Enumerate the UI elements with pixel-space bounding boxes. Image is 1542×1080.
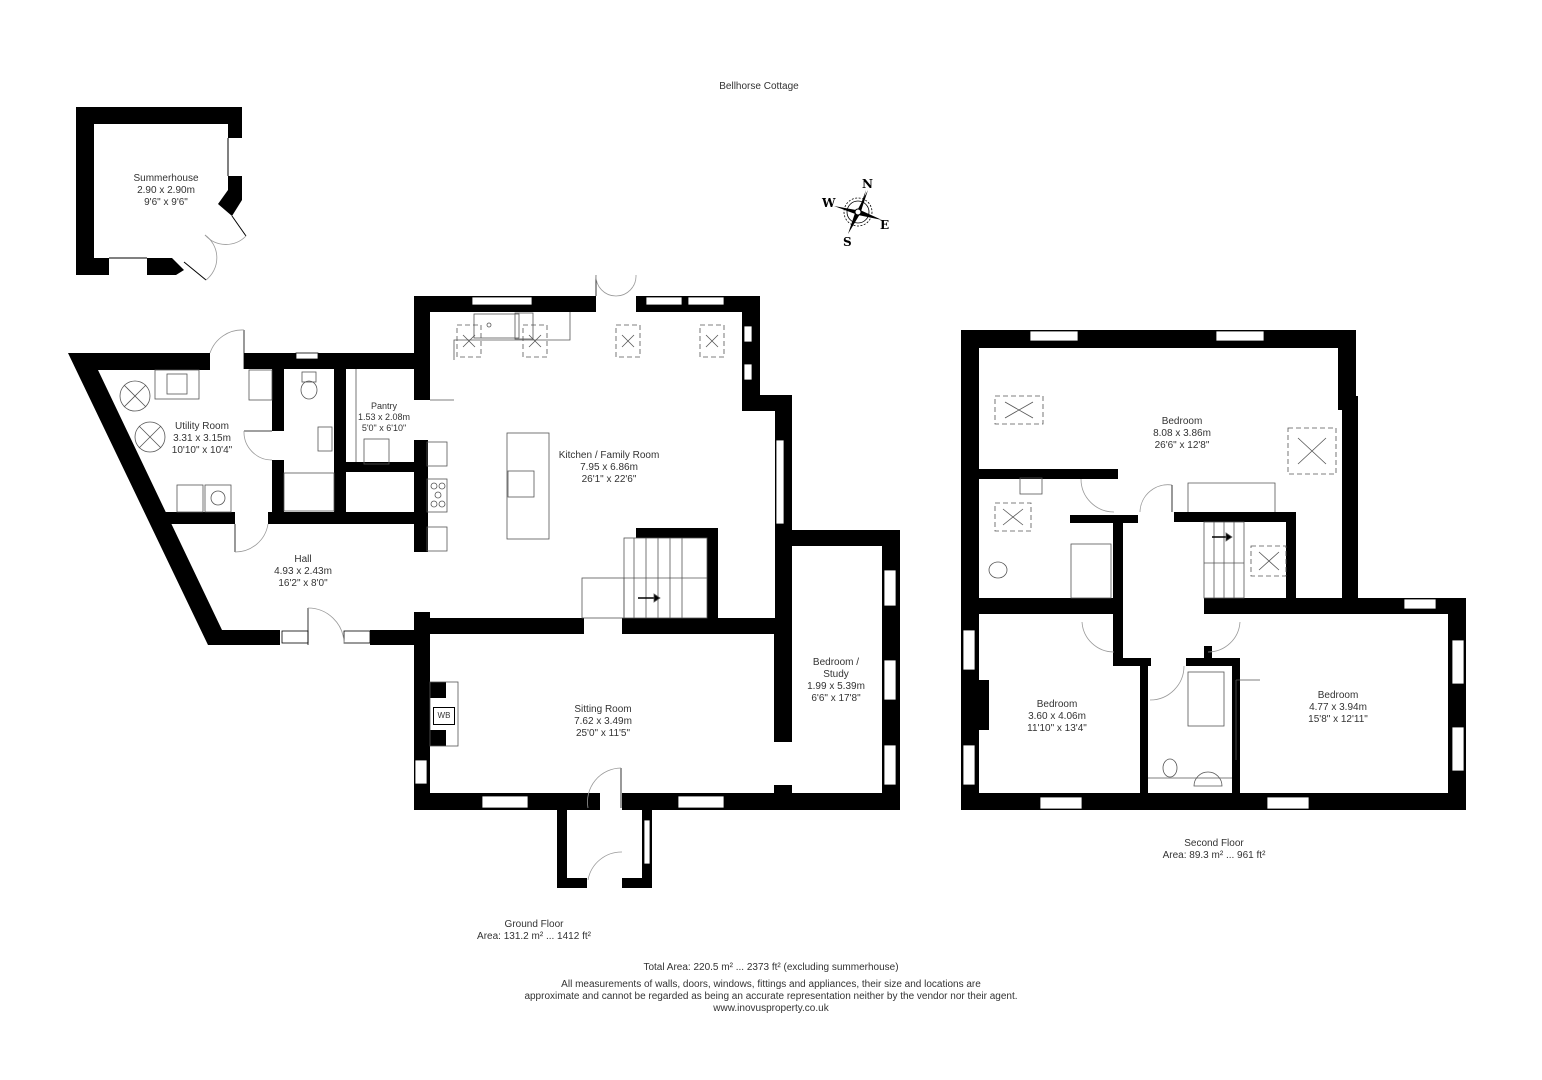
second-floor-walls xyxy=(961,330,1466,810)
room-label-pantry: Pantry 1.53 x 2.08m 5'0" x 6'10" xyxy=(357,401,411,433)
room-label-bedroom-west: Bedroom 3.60 x 4.06m 11'10" x 13'4" xyxy=(1027,699,1087,734)
ground-floor-doors xyxy=(209,274,637,881)
ground-floor-summary: Ground Floor Area: 131.2 m² ... 1412 ft² xyxy=(477,919,591,942)
room-label-bedroom-study: Bedroom / Study 1.99 x 5.39m 6'6" x 17'8… xyxy=(807,657,865,704)
room-label-summerhouse: Summerhouse 2.90 x 2.90m 9'6" x 9'6" xyxy=(133,173,199,208)
compass-east-label: E xyxy=(880,218,889,232)
room-label-bedroom-main: Bedroom 8.08 x 3.86m 26'6" x 12'8" xyxy=(1153,416,1211,451)
ground-floor-windows xyxy=(281,296,897,865)
room-label-bedroom-east: Bedroom 4.77 x 3.94m 15'8" x 12'11" xyxy=(1308,690,1368,725)
second-floor-doors xyxy=(1080,478,1241,701)
footer-notes: Total Area: 220.5 m² ... 2373 ft² (exclu… xyxy=(421,962,1121,1015)
kitchen-island xyxy=(506,432,550,540)
kitchen-fittings xyxy=(426,312,725,619)
total-area: Total Area: 220.5 m² ... 2373 ft² (exclu… xyxy=(643,962,899,973)
disclaimer-line-1: All measurements of walls, doors, window… xyxy=(561,979,981,990)
website-link[interactable]: www.inovusproperty.co.uk xyxy=(713,1003,829,1014)
compass-south-label: S xyxy=(843,235,852,249)
compass-north-label: N xyxy=(862,177,873,191)
compass-west-label: W xyxy=(821,196,836,210)
second-floor-fittings xyxy=(988,395,1337,787)
wood-burner-label: WB xyxy=(433,707,455,725)
wood-burner-fixture xyxy=(429,681,459,747)
room-label-hall: Hall 4.93 x 2.43m 16'2" x 8'0" xyxy=(274,554,332,589)
room-label-kitchen-family-room: Kitchen / Family Room 7.95 x 6.86m 26'1"… xyxy=(558,450,660,485)
compass-icon xyxy=(834,190,882,234)
second-floor-summary: Second Floor Area: 89.3 m² ... 961 ft² xyxy=(1162,838,1266,861)
property-title: Bellhorse Cottage xyxy=(719,81,799,92)
summerhouse-walls xyxy=(76,107,247,281)
room-label-utility-room: Utility Room 3.31 x 3.15m 10'10" x 10'4" xyxy=(171,421,233,456)
utility-fittings xyxy=(119,369,390,513)
disclaimer-line-2: approximate and cannot be regarded as be… xyxy=(524,991,1018,1002)
room-label-sitting-room: Sitting Room 7.62 x 3.49m 25'0" x 11'5" xyxy=(574,704,632,739)
second-floor-windows xyxy=(962,330,1465,810)
